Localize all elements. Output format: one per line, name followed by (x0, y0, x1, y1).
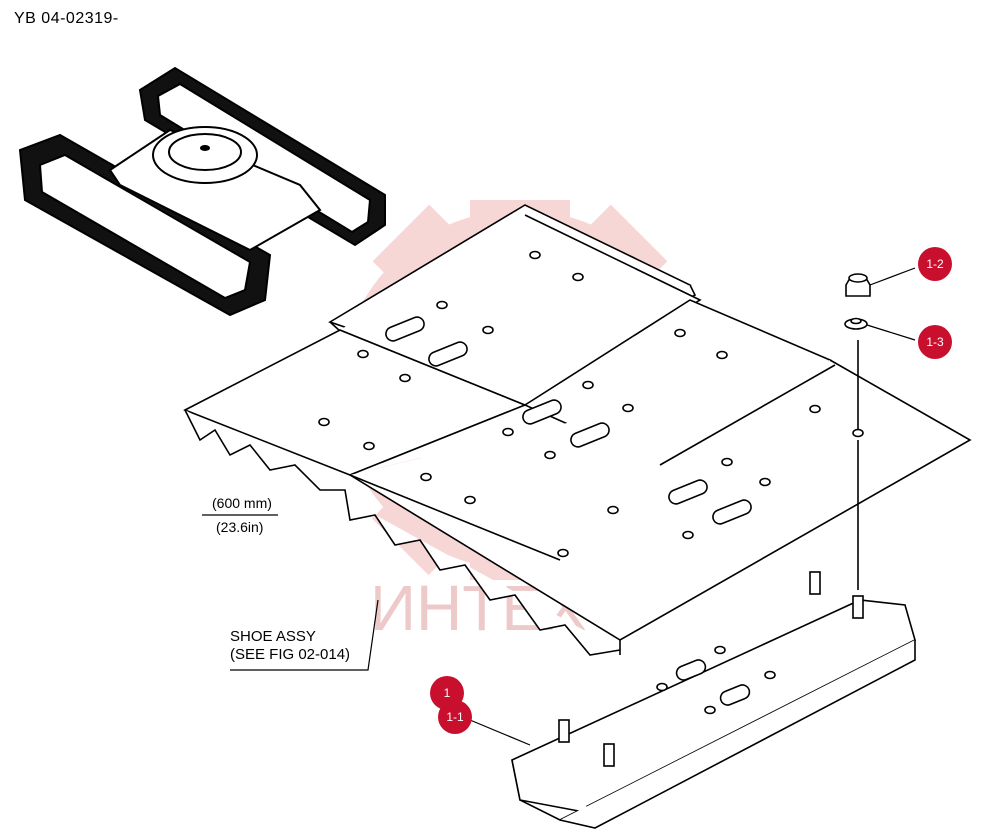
track-shoes-illustration (183, 204, 972, 656)
undercarriage-illustration (18, 66, 386, 317)
nut-and-washer-illustration (844, 273, 871, 590)
callout-leaders (202, 267, 916, 746)
dimension-metric: (600 mm) (212, 495, 272, 511)
callout-1-1[interactable]: 1-1 (438, 700, 472, 734)
shoe-assy-line1: SHOE ASSY (230, 628, 316, 645)
drawing-code: YB 04-02319- (14, 10, 119, 27)
callout-1-3[interactable]: 1-3 (918, 325, 952, 359)
dimension-imperial: (23.6in) (216, 519, 264, 535)
shoe-assy-label: SHOE ASSY (SEE FIG 02-014) (230, 628, 350, 664)
callout-1-2[interactable]: 1-2 (918, 247, 952, 281)
track-link-illustration (511, 571, 916, 829)
shoe-assy-line2: (SEE FIG 02-014) (230, 646, 351, 663)
